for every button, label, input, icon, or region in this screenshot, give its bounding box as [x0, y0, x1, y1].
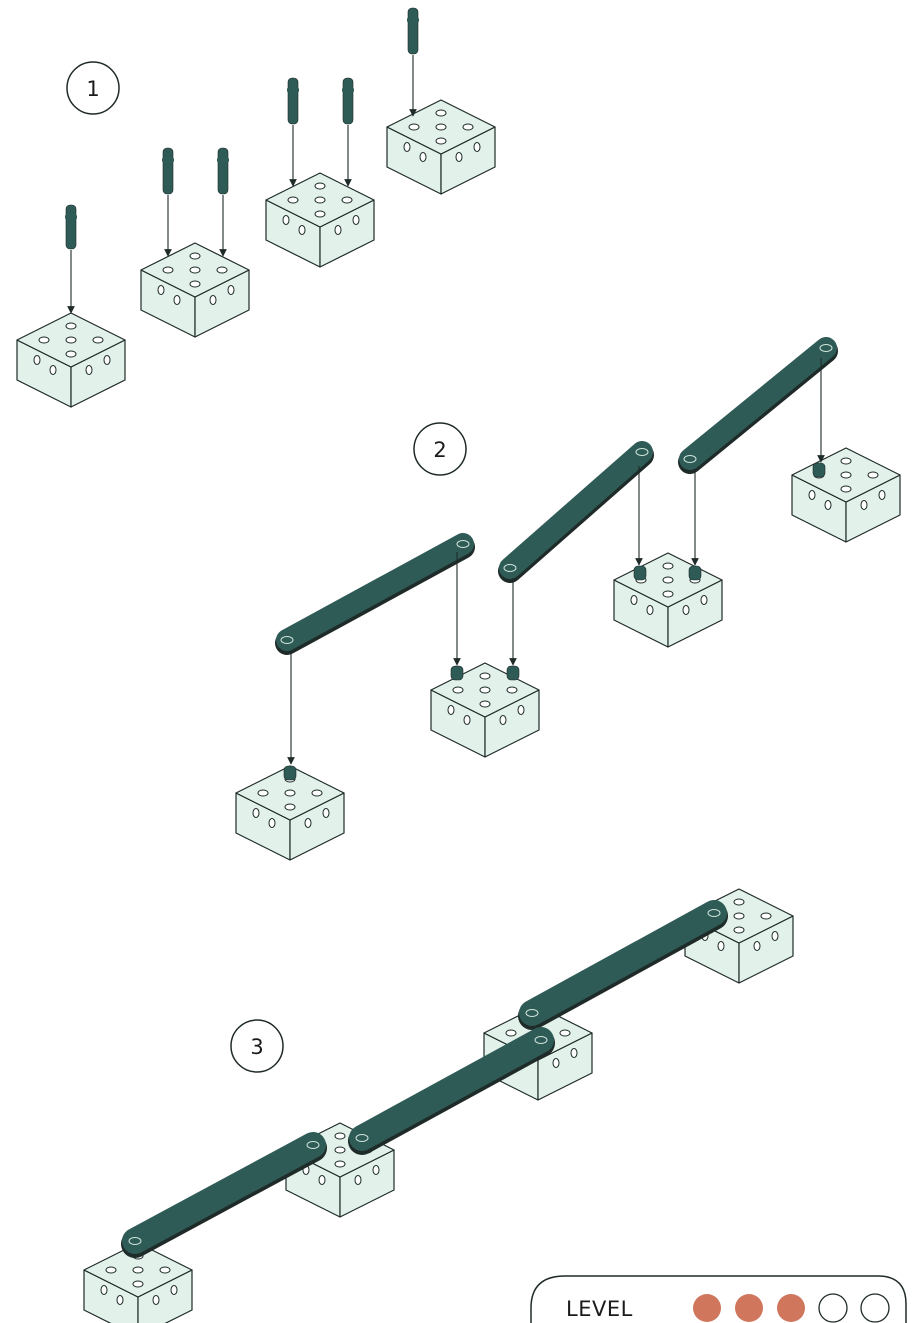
- step1-peg-1: [65, 204, 77, 250]
- step-3-number: 3: [250, 1035, 263, 1059]
- step1-block-4: [386, 99, 496, 195]
- level-dot-empty: [860, 1293, 890, 1323]
- step1-peg-5: [342, 77, 354, 125]
- step2-stub-3: [506, 665, 520, 681]
- step2-stub-6: [812, 462, 826, 478]
- step2-block-4: [791, 447, 901, 543]
- level-dot-empty: [818, 1293, 848, 1323]
- level-dots: [693, 1293, 890, 1323]
- step2-stub-5: [688, 565, 702, 581]
- step2-strip-1: [275, 533, 475, 655]
- step2-stub-1: [283, 765, 297, 781]
- step1-block-3: [265, 172, 375, 268]
- step-1-badge: 1: [66, 61, 120, 115]
- step-2-number: 2: [433, 438, 446, 462]
- level-label: LEVEL: [566, 1297, 633, 1321]
- step2-block-1: [235, 765, 345, 861]
- step-1-number: 1: [86, 77, 99, 101]
- step1-peg-6: [407, 7, 419, 55]
- step1-peg-2: [162, 147, 174, 195]
- level-dot-filled: [693, 1294, 721, 1322]
- step2-stub-2: [450, 665, 464, 681]
- step2-block-3: [613, 552, 723, 648]
- level-dot-filled: [777, 1294, 805, 1322]
- step3-strip-1: [518, 900, 728, 1030]
- step2-stub-4: [633, 565, 647, 581]
- level-indicator: LEVEL: [530, 1275, 907, 1323]
- step-2-badge: 2: [413, 422, 467, 476]
- step2-block-2: [430, 662, 540, 758]
- step3-strip-2: [348, 1027, 555, 1155]
- level-dot-filled: [735, 1294, 763, 1322]
- step3-strip-3: [121, 1132, 327, 1258]
- step1-block-2: [140, 242, 250, 338]
- step1-peg-3: [217, 147, 229, 195]
- step2-strip-2: [498, 441, 654, 583]
- step1-peg-4: [287, 77, 299, 125]
- step1-block-1: [16, 312, 126, 408]
- step-3-badge: 3: [230, 1019, 284, 1073]
- step2-strip-3: [678, 337, 838, 474]
